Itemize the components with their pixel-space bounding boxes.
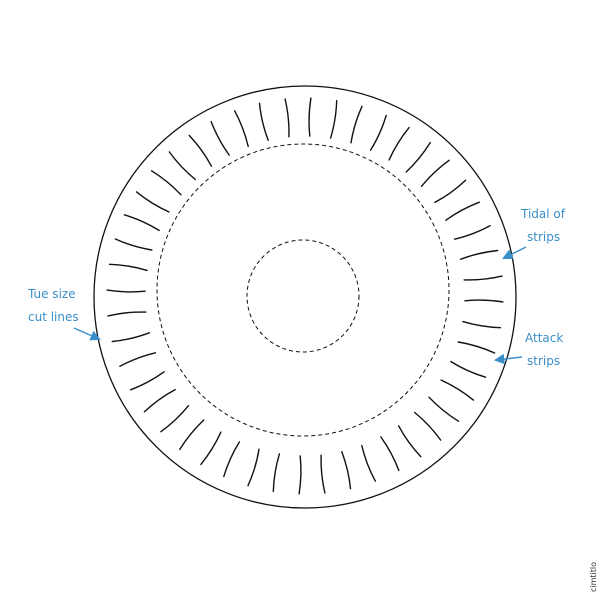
cut-slit (445, 201, 481, 221)
cut-slit (135, 191, 170, 213)
cut-slit (108, 263, 148, 272)
cut-slit (320, 454, 326, 494)
left-label-line1: Tue size (27, 287, 76, 301)
left-arrow (73, 327, 101, 341)
right-bottom-label-line2: strips (527, 354, 560, 368)
cut-slit (210, 120, 230, 156)
cut-slit (329, 99, 338, 139)
cut-slit (450, 360, 487, 378)
cut-slit (462, 320, 502, 329)
right-top-arrow (502, 246, 527, 259)
cut-slit (405, 141, 431, 173)
cut-slit (457, 341, 496, 354)
right-top-label-line1: Tidal of (520, 207, 566, 221)
cut-slit (223, 441, 241, 478)
cut-slit (106, 289, 146, 293)
right-bottom-arrow (493, 353, 523, 365)
cut-slit (160, 405, 190, 433)
cut-slit (388, 126, 410, 161)
cut-slit (129, 371, 165, 391)
cut-slit (464, 299, 504, 303)
cut-slit (440, 379, 475, 401)
right-bottom-label-line1: Attack (525, 331, 563, 345)
cut-slit (200, 431, 222, 466)
cut-slit (298, 455, 302, 495)
cut-slit (272, 453, 281, 493)
radial-slits (106, 97, 504, 495)
cut-slit (168, 151, 196, 181)
inner-dashed-circle (246, 239, 360, 353)
cut-slit (414, 411, 442, 441)
cut-slit (434, 179, 467, 204)
cut-slit (234, 110, 249, 148)
cut-slit (369, 114, 387, 151)
cut-slit (107, 311, 147, 317)
cut-slit (341, 451, 352, 490)
cut-slit (258, 102, 269, 141)
watermark-text: cimtitlo (589, 562, 598, 592)
cut-slit (114, 238, 153, 251)
cut-slit (397, 425, 422, 458)
outer-rim-circle (93, 85, 517, 509)
cut-slit (361, 444, 376, 482)
cut-slit (284, 98, 290, 138)
cut-slit (150, 170, 182, 196)
cut-slit (428, 396, 460, 422)
cut-slit (463, 275, 503, 281)
cut-slit (188, 134, 213, 167)
right-top-label-line2: strips (527, 230, 560, 244)
cut-slit (179, 419, 205, 451)
cut-slit (350, 105, 363, 144)
cut-slit (380, 436, 400, 472)
cut-slit (308, 97, 312, 137)
cut-slit (453, 225, 491, 240)
cut-slit (460, 249, 499, 260)
cut-slit (119, 352, 157, 367)
middle-dashed-circle (156, 143, 450, 437)
cut-slit (247, 448, 260, 487)
cut-slit (143, 388, 176, 413)
cut-slit (420, 159, 450, 187)
cut-slit (111, 332, 150, 343)
cut-slit (123, 214, 160, 232)
left-label-line2: cut lines (28, 310, 79, 324)
